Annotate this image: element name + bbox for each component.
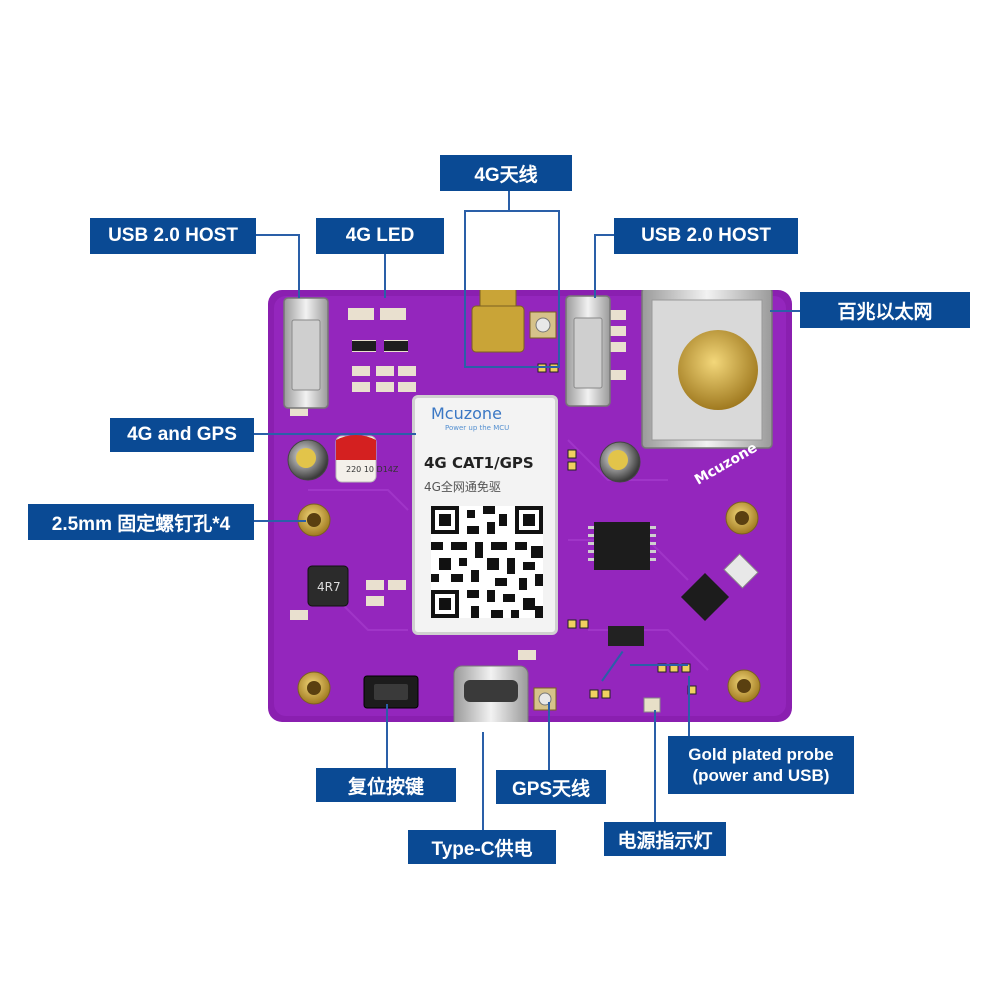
line-led-v — [384, 252, 386, 298]
line-usb-left-v — [298, 234, 300, 298]
label-typec-power: Type-C供电 — [408, 830, 556, 864]
line-usb-right-h — [594, 234, 616, 236]
label-4g-antenna: 4G天线 — [440, 155, 572, 191]
line-probe-h — [630, 664, 688, 666]
line-reset-v — [386, 704, 388, 772]
label-usb-host-right: USB 2.0 HOST — [614, 218, 798, 254]
label-4g-and-gps: 4G and GPS — [110, 418, 254, 452]
cap-marking: 220 10 D14Z — [346, 465, 399, 474]
line-typec-v — [482, 732, 484, 832]
inductor-marking: 4R7 — [317, 580, 341, 594]
gold-probe-line1: Gold plated probe — [688, 745, 834, 764]
label-4g-led: 4G LED — [316, 218, 444, 254]
label-screw-hole: 2.5mm 固定螺钉孔*4 — [28, 504, 254, 540]
label-gold-probe: Gold plated probe (power and USB) — [668, 736, 854, 794]
line-4g-gps-h — [254, 433, 416, 435]
line-antenna-v — [508, 190, 510, 210]
module-subtitle: 4G全网通免驱 — [424, 480, 501, 494]
antenna-outline-box — [464, 210, 560, 368]
4g-module: Mcuzone Power up the MCU 4G CAT1/GPS 4G全… — [412, 395, 558, 635]
gold-probe-line2: (power and USB) — [692, 766, 830, 785]
module-model: 4G CAT1/GPS — [424, 454, 534, 472]
module-slogan: Power up the MCU — [445, 424, 510, 432]
label-ethernet: 百兆以太网 — [800, 292, 970, 328]
qr-code — [431, 506, 543, 618]
label-power-led: 电源指示灯 — [604, 822, 726, 856]
line-usb-left-h — [256, 234, 300, 236]
line-probe-v — [688, 676, 690, 738]
line-eth-h — [770, 310, 800, 312]
line-usb-right-v — [594, 234, 596, 298]
label-usb-host-left: USB 2.0 HOST — [90, 218, 256, 254]
label-reset-key: 复位按键 — [316, 768, 456, 802]
module-brand: Mcuzone — [431, 404, 502, 423]
label-gps-antenna: GPS天线 — [496, 770, 606, 804]
line-screw-h — [254, 520, 306, 522]
line-power-led-v — [654, 710, 656, 822]
line-gps-ant-v — [548, 702, 550, 772]
